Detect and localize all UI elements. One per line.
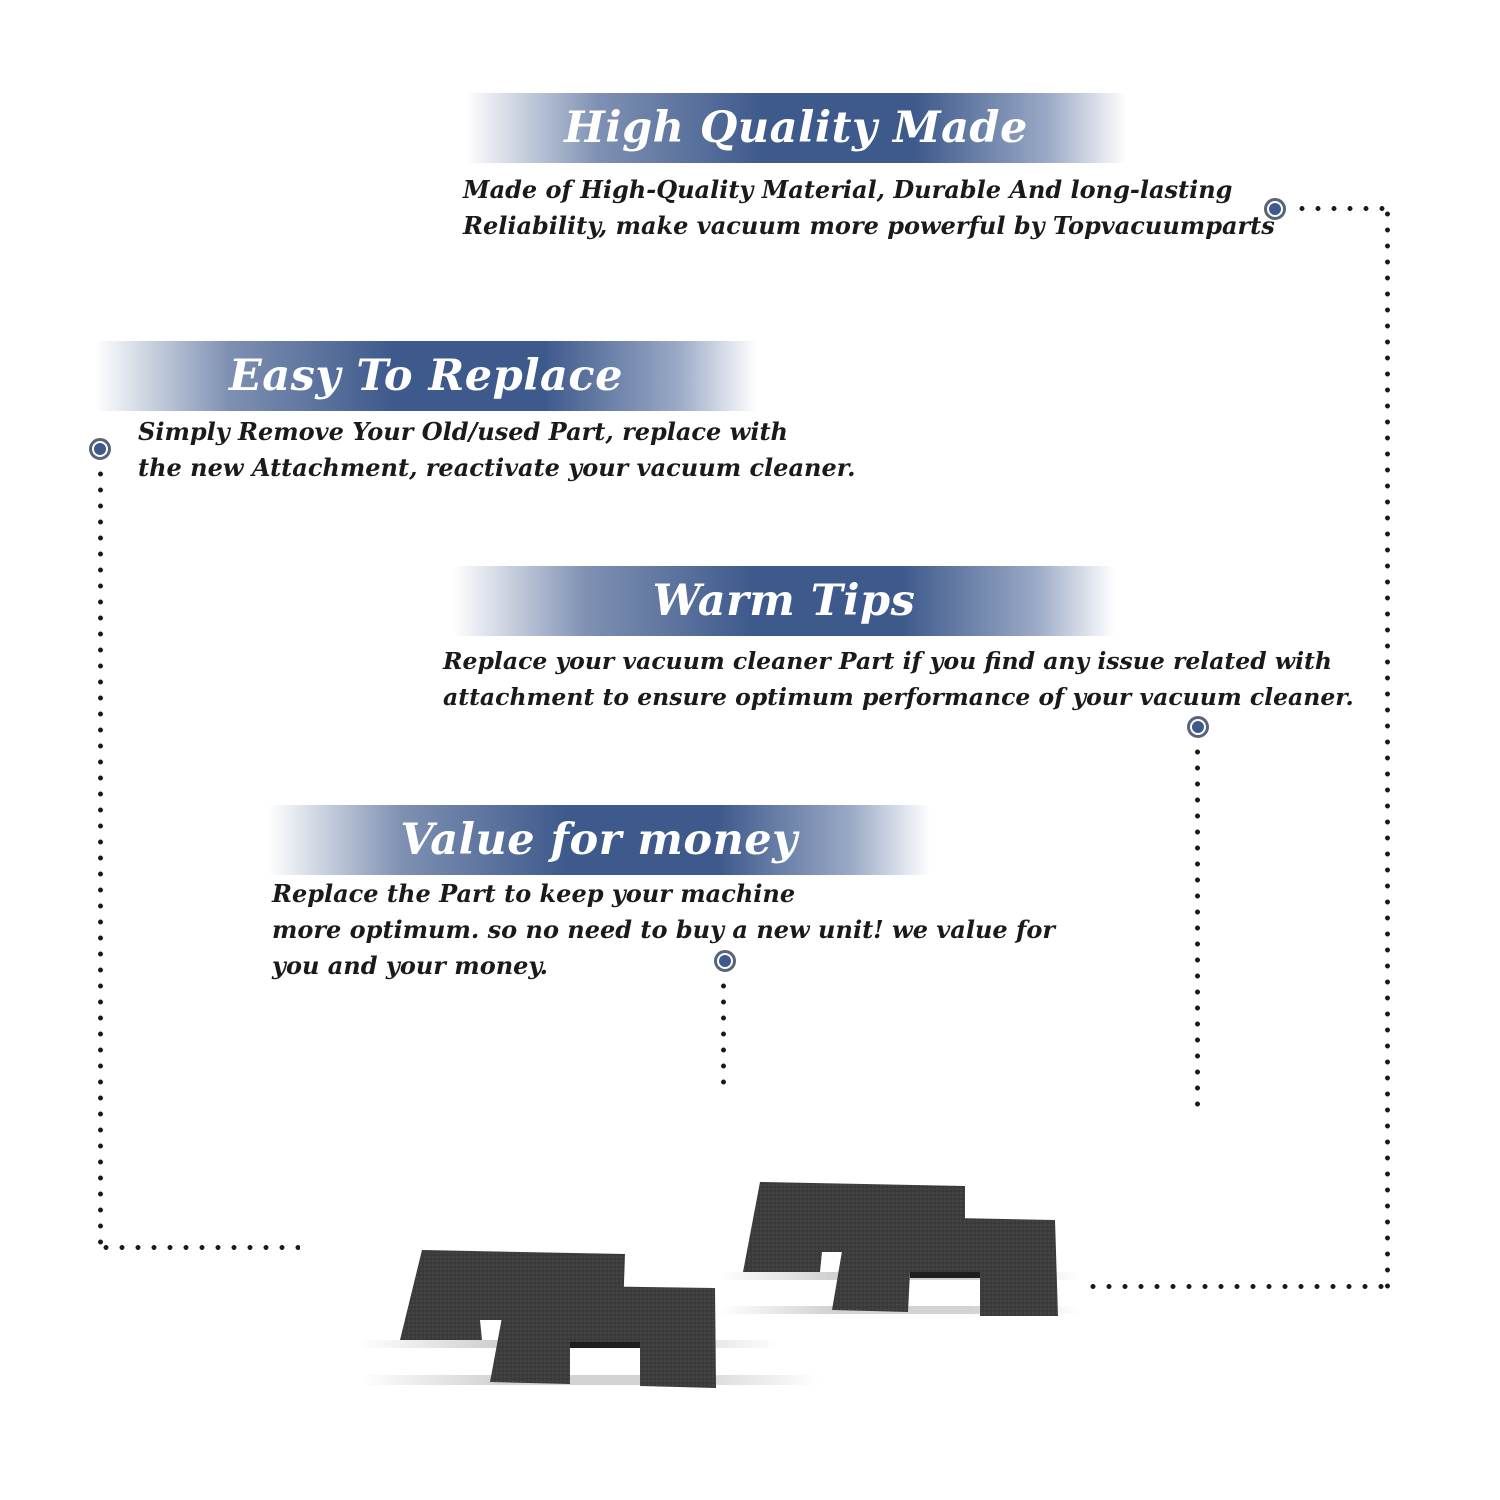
description-line: you and your money. bbox=[272, 951, 548, 980]
section-description: Simply Remove Your Old/used Part, replac… bbox=[138, 414, 856, 486]
dotted-connector bbox=[1195, 744, 1200, 1108]
section-title: High Quality Made bbox=[564, 103, 1028, 153]
banner-value-money: Value for money bbox=[268, 805, 930, 875]
section-description: Replace the Part to keep your machine mo… bbox=[272, 876, 1055, 984]
dotted-connector bbox=[1085, 1284, 1390, 1289]
banner-high-quality: High Quality Made bbox=[465, 93, 1127, 163]
dotted-connector bbox=[1385, 206, 1390, 1294]
dotted-connector bbox=[1294, 206, 1390, 211]
description-line: Replace the Part to keep your machine bbox=[272, 879, 796, 908]
section-description: Made of High-Quality Material, Durable A… bbox=[463, 172, 1275, 244]
section-title: Easy To Replace bbox=[229, 351, 623, 401]
section-title: Warm Tips bbox=[652, 576, 916, 626]
bullet-dot-icon bbox=[714, 950, 736, 972]
section-description: Replace your vacuum cleaner Part if you … bbox=[443, 643, 1354, 715]
description-line: Simply Remove Your Old/used Part, replac… bbox=[138, 417, 788, 446]
bullet-dot-icon bbox=[1264, 198, 1286, 220]
description-line: Reliability, make vacuum more powerful b… bbox=[463, 211, 1275, 240]
description-line: the new Attachment, reactivate your vacu… bbox=[138, 453, 856, 482]
foam-filter-product-image bbox=[360, 1160, 1080, 1400]
dotted-connector bbox=[721, 978, 726, 1092]
bullet-dot-icon bbox=[89, 438, 111, 460]
bullet-dot-icon bbox=[1187, 716, 1209, 738]
banner-easy-replace: Easy To Replace bbox=[95, 341, 757, 411]
dotted-connector bbox=[98, 1245, 300, 1250]
dotted-connector bbox=[98, 466, 103, 1252]
description-line: Made of High-Quality Material, Durable A… bbox=[463, 175, 1233, 204]
banner-warm-tips: Warm Tips bbox=[453, 566, 1115, 636]
description-line: Replace your vacuum cleaner Part if you … bbox=[443, 647, 1332, 675]
section-title: Value for money bbox=[400, 815, 798, 865]
description-line: more optimum. so no need to buy a new un… bbox=[272, 915, 1055, 944]
description-line: attachment to ensure optimum performance… bbox=[443, 683, 1354, 711]
